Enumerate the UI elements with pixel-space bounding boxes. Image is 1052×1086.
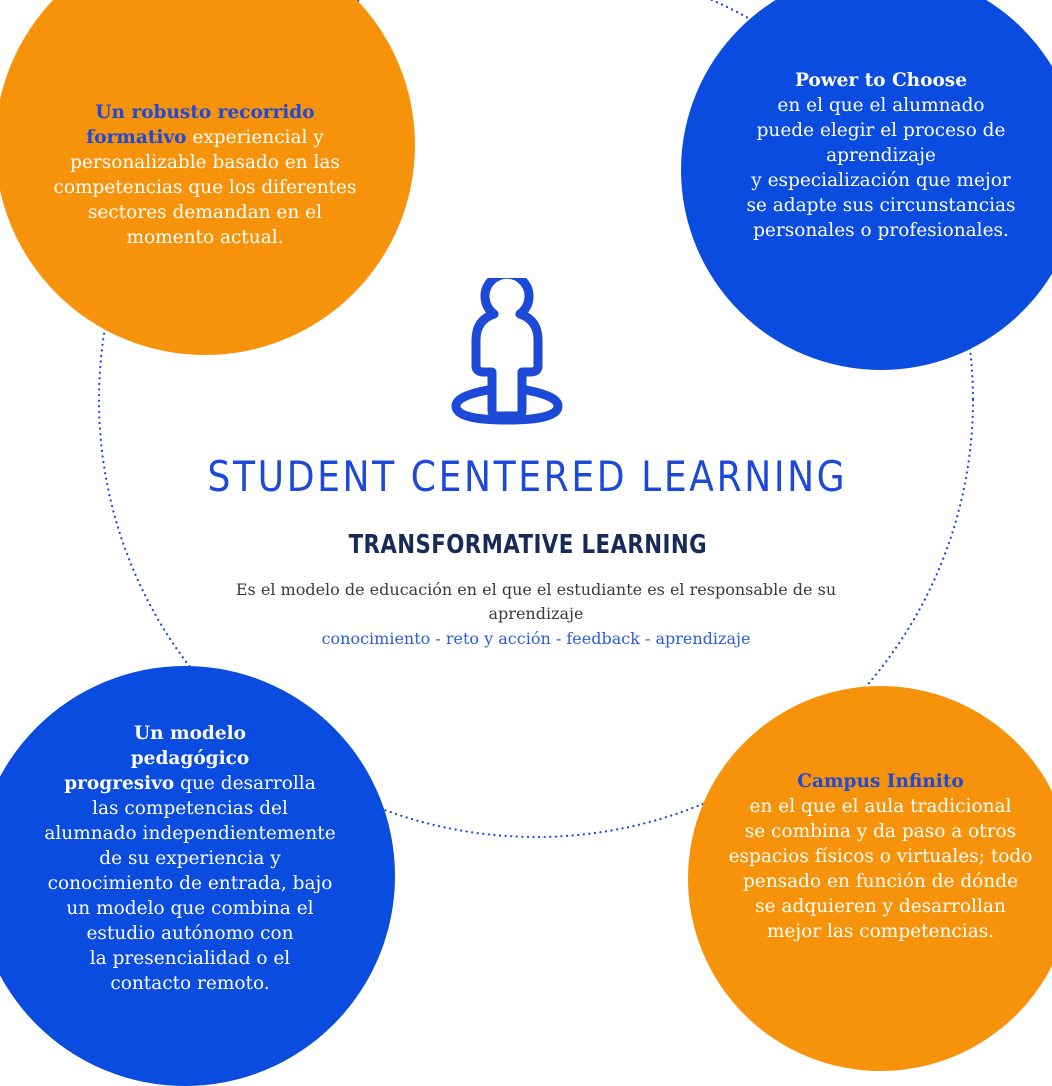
bubble-recorrido-formativo: Un robusto recorrido formativo experienc… bbox=[0, 0, 415, 355]
bubble-campus-infinito-heading: Campus Infinito bbox=[797, 770, 964, 792]
bubble-recorrido-formativo-text: experiencial y personalizable basado en … bbox=[53, 127, 357, 248]
bubble-modelo-pedagogico: Un modelo pedagógico progresivo que desa… bbox=[0, 666, 395, 1086]
bubble-recorrido-formativo-heading: Un robusto recorrido formativo bbox=[86, 102, 315, 148]
bubble-power-to-choose-text: en el que el alumnado puede elegir el pr… bbox=[746, 94, 1016, 241]
subtitle: TRANSFORMATIVE LEARNING bbox=[348, 530, 707, 560]
bubble-modelo-pedagogico-heading: Un modelo pedagógico progresivo bbox=[64, 723, 250, 794]
dotted-ring bbox=[98, 0, 974, 838]
bubble-power-to-choose: Power to Choose en el que el alumnado pu… bbox=[681, 0, 1052, 370]
description: Es el modelo de educación en el que el e… bbox=[235, 580, 837, 623]
learning-cycle: conocimiento - reto y acción - feedback … bbox=[321, 629, 751, 648]
bubble-power-to-choose-heading: Power to Choose bbox=[794, 69, 967, 91]
main-title: STUDENT CENTERED LEARNING bbox=[207, 452, 848, 501]
bubble-campus-infinito: Campus Infinito en el que el aula tradic… bbox=[688, 686, 1052, 1071]
person-on-platform-icon bbox=[451, 278, 563, 425]
bubble-modelo-pedagogico-text: que desarrolla las competencias del alum… bbox=[44, 773, 336, 994]
bubble-campus-infinito-text: en el que el aula tradicional se combina… bbox=[728, 795, 1033, 942]
